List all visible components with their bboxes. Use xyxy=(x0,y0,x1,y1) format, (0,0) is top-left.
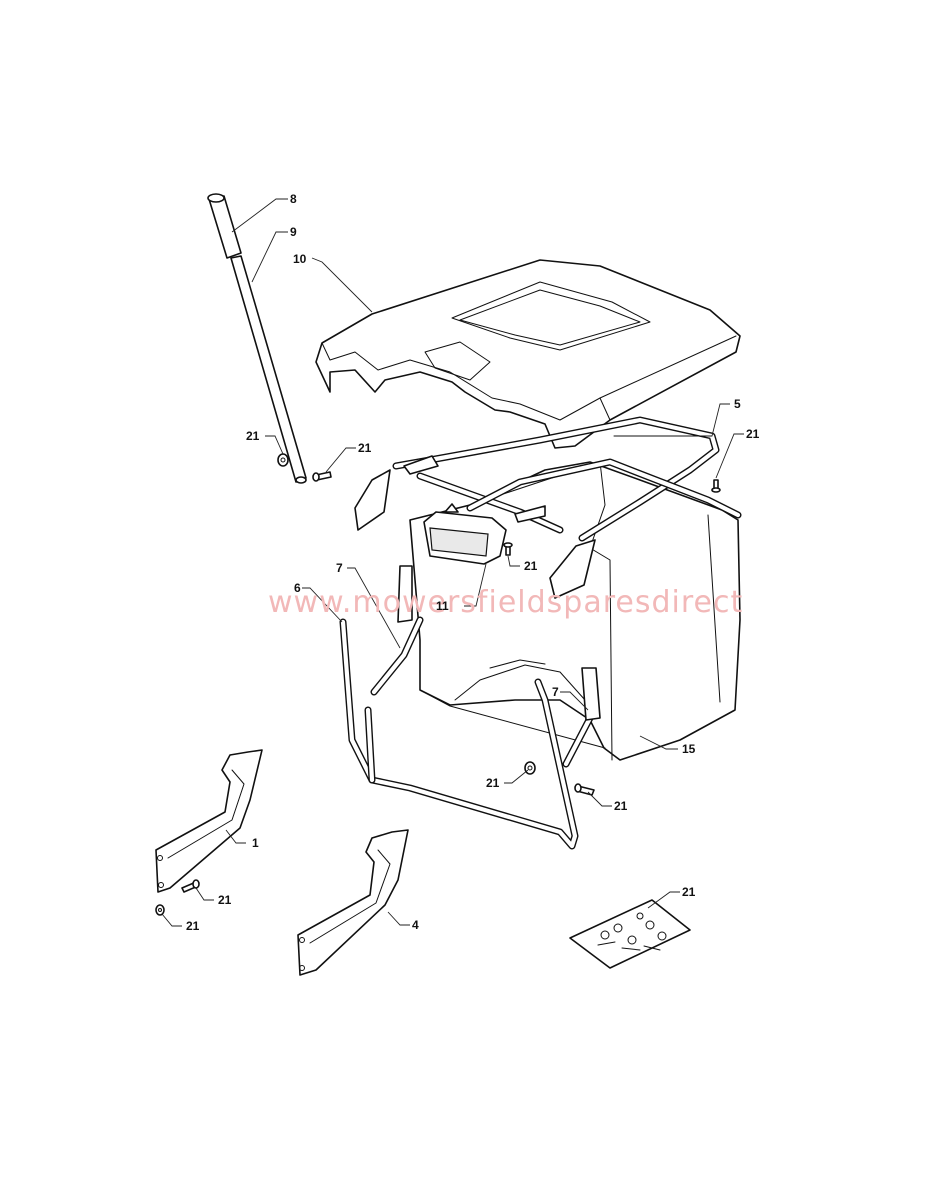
callout-21-a: 21 xyxy=(246,429,260,443)
callout-5: 5 xyxy=(734,397,741,411)
fastener-bolt-d xyxy=(503,542,513,556)
part-8-handle-grip xyxy=(207,193,242,259)
fastener-nut-a xyxy=(277,453,289,467)
callout-7-a: 7 xyxy=(336,561,343,575)
callout-21-e: 21 xyxy=(486,776,500,790)
part-21-hardware-kit xyxy=(569,899,691,969)
fastener-nut-h xyxy=(155,904,165,916)
fastener-bolt-f xyxy=(574,783,595,796)
callout-6: 6 xyxy=(294,581,301,595)
part-10-collector-lid xyxy=(315,259,741,449)
fastener-bolt-c xyxy=(711,479,721,493)
callout-11: 11 xyxy=(436,599,449,613)
part-7-gas-strut-right xyxy=(562,667,601,768)
callout-4: 4 xyxy=(412,918,419,932)
callout-labels: 8 9 10 5 21 21 21 21 7 6 11 7 15 21 21 1… xyxy=(186,192,760,933)
callout-21-c: 21 xyxy=(746,427,760,441)
callout-15: 15 xyxy=(682,742,696,756)
part-6-support-frame xyxy=(339,618,579,850)
callout-8: 8 xyxy=(290,192,297,206)
callout-7-b: 7 xyxy=(552,685,559,699)
callout-21-b: 21 xyxy=(358,441,372,455)
callout-21-h: 21 xyxy=(186,919,200,933)
part-1-left-bracket xyxy=(155,749,263,893)
part-7-gas-strut-left xyxy=(370,565,424,696)
callout-10: 10 xyxy=(293,252,307,266)
watermark-text: www.mowersfieldsparesdirect xyxy=(268,585,743,620)
callout-1: 1 xyxy=(252,836,259,850)
callout-21-i: 21 xyxy=(682,885,696,899)
part-11-chute xyxy=(423,503,507,565)
callout-21-g: 21 xyxy=(218,893,232,907)
callout-9: 9 xyxy=(290,225,297,239)
part-9-handle-tube xyxy=(230,255,307,484)
callout-21-f: 21 xyxy=(614,799,628,813)
fastener-bolt-g xyxy=(181,879,200,893)
fastener-bolt-b xyxy=(312,471,332,482)
callout-21-d: 21 xyxy=(524,559,538,573)
fastener-nut-e xyxy=(524,761,536,775)
part-4-right-bracket xyxy=(297,829,409,976)
leader-lines xyxy=(161,198,744,927)
